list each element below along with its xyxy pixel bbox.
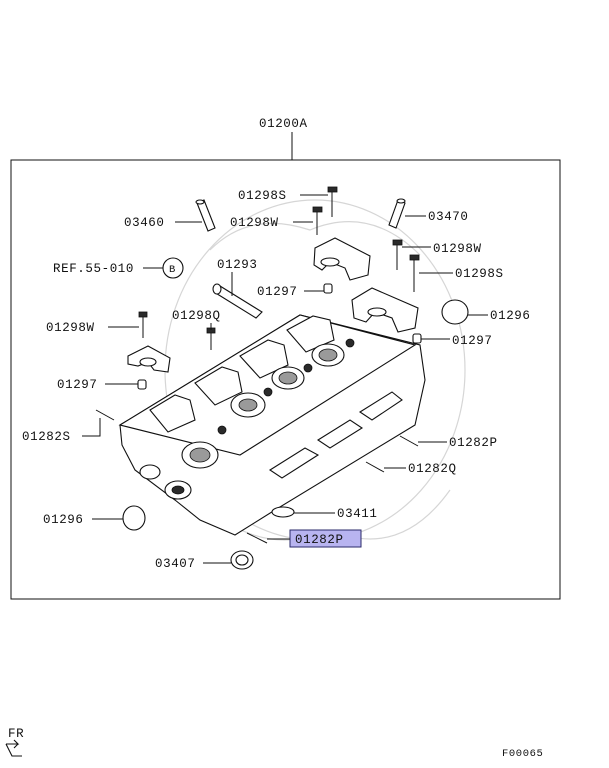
part-01293-shaft <box>212 283 263 319</box>
part-stud-01282p-bottom <box>246 532 268 544</box>
callout-01296-right[interactable]: 01296 <box>490 309 531 323</box>
callout-01298q[interactable]: 01298Q <box>172 309 221 323</box>
part-bolt-01298s-right <box>409 254 420 292</box>
orientation-label: FR <box>8 727 24 741</box>
part-dowel-01297-mid <box>323 283 333 294</box>
part-03411-seal <box>271 506 295 518</box>
callout-03460[interactable]: 03460 <box>124 216 165 230</box>
part-dowel-01297-left <box>137 379 147 390</box>
callout-01298w-left[interactable]: 01298W <box>46 321 95 335</box>
callout-01297-left[interactable]: 01297 <box>57 378 98 392</box>
part-bolt-01298s-top <box>327 186 338 217</box>
callout-03411[interactable]: 03411 <box>337 507 378 521</box>
callout-01296-left[interactable]: 01296 <box>43 513 84 527</box>
diagram-frame <box>10 159 561 600</box>
callout-01293[interactable]: 01293 <box>217 258 258 272</box>
part-cam-cap-left <box>127 345 171 373</box>
part-bolt-01298w-left <box>138 311 148 338</box>
callout-01298s-right[interactable]: 01298S <box>455 267 504 281</box>
part-cam-cap-top <box>313 237 371 281</box>
part-01296-plug-right <box>441 299 469 325</box>
part-stud-01282p-right <box>399 435 419 447</box>
part-03460-sleeve <box>195 199 216 232</box>
reference-circle-letter: B <box>169 264 176 276</box>
callout-01282s[interactable]: 01282S <box>22 430 71 444</box>
callout-01297-mid[interactable]: 01297 <box>257 285 298 299</box>
figure-code: F00065 <box>502 748 543 760</box>
callout-01298w-top[interactable]: 01298W <box>230 216 279 230</box>
part-bolt-01298w-right <box>392 239 403 270</box>
part-bolt-01298w-top <box>312 206 323 235</box>
part-01296-plug-left <box>122 505 146 531</box>
part-03470-sleeve <box>388 198 406 229</box>
cylinder-head-illustration <box>118 314 426 536</box>
part-dowel-01297-right <box>412 333 422 344</box>
callout-01282p-highlight[interactable]: 01282P <box>295 533 344 547</box>
callout-01297-right[interactable]: 01297 <box>452 334 493 348</box>
part-stud-01282q <box>365 461 385 473</box>
callout-01282p-right[interactable]: 01282P <box>449 436 498 450</box>
callout-03470[interactable]: 03470 <box>428 210 469 224</box>
part-03407-seal-ring <box>230 550 254 570</box>
assembly-label[interactable]: 01200A <box>259 117 308 131</box>
part-bolt-01298q <box>206 327 216 350</box>
callout-01298s-top[interactable]: 01298S <box>238 189 287 203</box>
part-stud-01282s <box>95 409 115 421</box>
part-cam-cap-right <box>351 287 419 333</box>
reference-label[interactable]: REF.55-010 <box>53 262 134 276</box>
callout-01282q[interactable]: 01282Q <box>408 462 457 476</box>
callout-03407[interactable]: 03407 <box>155 557 196 571</box>
front-arrow-icon <box>5 739 22 757</box>
callout-01298w-right[interactable]: 01298W <box>433 242 482 256</box>
